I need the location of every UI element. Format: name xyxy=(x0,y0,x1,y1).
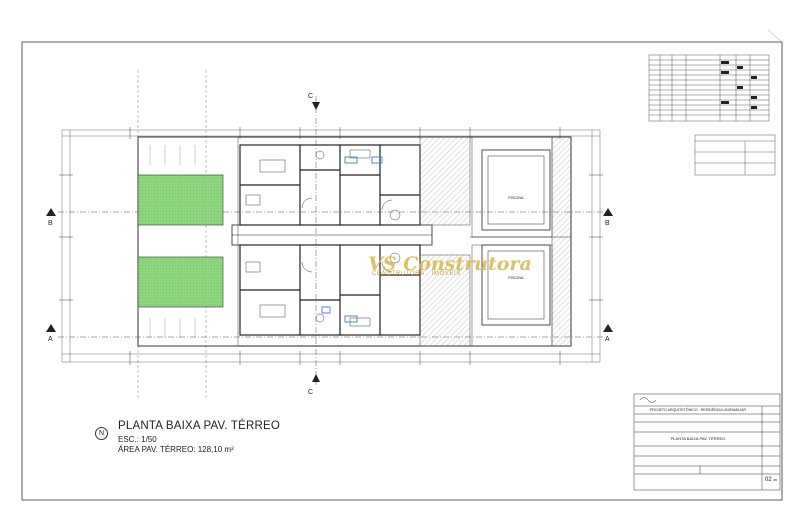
watermark-tagline: CONSTRUTORA · IMÓVEIS xyxy=(372,271,461,277)
title-block-logo xyxy=(639,397,657,403)
north-arrow-icon: N xyxy=(95,427,108,440)
section-marker-right-b xyxy=(603,208,613,216)
pool-upper-label: PISCINA xyxy=(508,196,524,200)
pool-lower-label: PISCINA xyxy=(508,276,524,280)
dimension-ticks xyxy=(59,127,603,365)
unit-lower-walls xyxy=(239,244,421,336)
blue-fixtures xyxy=(321,156,383,323)
front-paving xyxy=(149,145,196,338)
title-block-sheet-number: 02 xyxy=(765,477,772,483)
section-label-left-a: A xyxy=(48,336,53,343)
section-label-right-b: B xyxy=(605,220,610,227)
title-block xyxy=(633,393,781,491)
drawing-title: PLANTA BAIXA PAV. TÉRREO xyxy=(118,420,281,432)
dimension-lines xyxy=(61,129,601,363)
fixtures xyxy=(245,149,401,327)
lawn-area-upper xyxy=(137,174,224,226)
hatched-area-lower xyxy=(419,254,471,347)
hatched-area-upper xyxy=(419,136,471,226)
pool-decks xyxy=(471,136,553,347)
title-block-sheet-title: PLANTA BAIXA PAV. TÉRREO xyxy=(671,436,726,441)
section-cut-lines xyxy=(58,96,605,385)
front-strip xyxy=(137,136,239,347)
lawn-area-lower xyxy=(137,256,224,308)
drawing-scale: ESC.: 1/50 xyxy=(118,435,157,444)
sheet-border xyxy=(21,41,783,501)
lot-outline xyxy=(137,136,572,347)
unit-upper-walls xyxy=(239,144,421,226)
section-marker-top xyxy=(312,102,320,110)
sheet-corner-mark xyxy=(767,29,783,43)
section-label-top: C xyxy=(308,93,313,100)
drawing-area: ÁREA PAV. TÉRREO: 128,10 m² xyxy=(118,445,234,454)
section-marker-left-a xyxy=(46,324,56,332)
section-label-left-b: B xyxy=(48,220,53,227)
section-marker-left-b xyxy=(46,208,56,216)
revision-table xyxy=(648,54,770,122)
title-block-sheet-number-suffix: /05 xyxy=(773,478,778,482)
section-marker-right-a xyxy=(603,324,613,332)
section-label-bottom: C xyxy=(308,389,313,396)
section-marker-bottom xyxy=(312,374,320,382)
area-table xyxy=(694,134,776,176)
section-label-right-a: A xyxy=(605,336,610,343)
revision-table-fills xyxy=(721,61,757,109)
rear-strip xyxy=(551,136,572,347)
title-block-project: PROJETO ARQUITETÔNICO - RESIDÊNCIA UNIFA… xyxy=(650,407,747,412)
watermark-logo: VS Construtora xyxy=(368,253,532,275)
pool-upper xyxy=(481,149,551,231)
reference-lines xyxy=(137,70,207,400)
